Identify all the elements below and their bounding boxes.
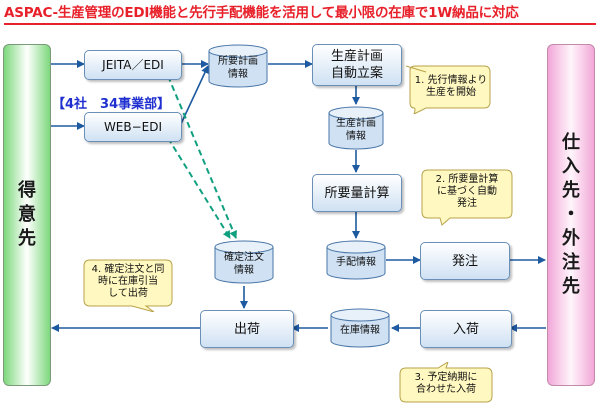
cylinder-shape [326,240,386,280]
dashed-web-to-confirmed [167,137,231,239]
ship-label: 出荷 [233,321,260,337]
customer-char-3: 先 [18,228,36,249]
note-line: に基づく自動 [437,186,497,197]
auto-plan-line-1: 生産計画 [330,49,383,64]
note-line: 合わせた入荷 [416,384,476,395]
jeita-edi-label: JEITA／EDI [102,57,164,72]
inventory-info-cylinder: 在庫情報 [330,308,390,348]
production-plan-info-cylinder: 生産計画 情報 [328,106,384,150]
order-box: 発注 [420,242,510,280]
note-line: 発注 [457,198,477,209]
cylinder-shape [208,44,268,88]
note-1-callout: 1. 先行情報より 生産を開始 [404,64,492,114]
callout-shape [83,259,173,312]
confirmed-order-info-cylinder: 確定注文 情報 [214,240,274,284]
inventory-info-label: 在庫情報 [340,324,380,336]
note-3-callout: 3. 予定納期に 合わせた入荷 [398,362,494,404]
callout-shape [421,169,513,226]
cyl-line-2: 情報 [228,69,248,80]
note-line: 生産を開始 [426,87,476,98]
ship-box: 出荷 [200,310,294,348]
supplier-char: 注 [562,252,580,273]
mrp-box: 所要量計算 [312,174,402,212]
order-label: 発注 [451,253,478,269]
cyl-line-1: 所要計画 [218,56,258,67]
dashed-jeita-to-confirmed [167,75,237,239]
supplier-bar: 仕 入 先 ・ 外 注 先 [547,44,595,386]
jeita-edi-box: JEITA／EDI [84,50,182,80]
mrp-label: 所要量計算 [324,185,390,201]
cylinder-shape [328,106,384,150]
cyl-line-2: 情報 [346,131,366,142]
arrangement-info-cylinder: 手配情報 [326,240,386,280]
supplier-char: 仕 [562,132,580,153]
cylinder-shape [330,308,390,348]
customer-char-1: 得 [18,180,36,201]
customer-char-2: 意 [18,204,36,225]
supplier-char: 入 [562,156,580,177]
customers-count-label: 【4社 34事業部】 [52,97,171,112]
cyl-line-1: 生産計画 [336,118,376,129]
note-line: 時に在庫引当 [98,276,158,287]
auto-plan-line-2: 自動立案 [330,66,383,81]
receive-box: 入荷 [420,310,512,348]
requirement-plan-info-label: 所要計画 情報 [218,51,258,81]
auto-plan-label: 生産計画 自動立案 [331,48,383,82]
supplier-char: 先 [562,276,580,297]
note-line: して出荷 [108,288,148,299]
note-2-callout: 2. 所要量計算 に基づく自動 発注 [420,168,514,226]
note-line: 3. 予定納期に [414,372,478,383]
note-3-text: 3. 予定納期に 合わせた入荷 [398,362,494,396]
callout-shape [405,65,491,114]
cyl-line-2: 情報 [234,265,254,276]
note-line: 4. 確定注文と同 [91,264,165,275]
note-4-callout: 4. 確定注文と同 時に在庫引当 して出荷 [82,258,174,312]
cyl-line-1: 確定注文 [224,252,264,263]
web-edi-box: WEB−EDI [84,112,182,142]
note-2-text: 2. 所要量計算 に基づく自動 発注 [420,168,514,210]
auto-plan-box: 生産計画 自動立案 [312,44,402,86]
supplier-char: 外 [562,228,580,249]
arrangement-info-label: 手配情報 [336,256,376,268]
supplier-char: ・ [562,204,580,225]
note-1-text: 1. 先行情報より 生産を開始 [404,64,492,99]
callout-shape [399,362,493,403]
web-edi-label: WEB−EDI [103,119,163,134]
customer-bar: 得 意 先 [3,44,51,386]
production-plan-info-label: 生産計画 情報 [336,113,376,143]
cylinder-shape [214,240,274,284]
note-line: 2. 所要量計算 [435,174,499,185]
page-title: ASPAC-生産管理のEDI機能と先行手配機能を活用して最小限の在庫で1W納品に… [4,3,596,25]
confirmed-order-info-label: 確定注文 情報 [224,247,264,277]
supplier-char: 先 [562,180,580,201]
receive-label: 入荷 [452,321,479,337]
requirement-plan-info-cylinder: 所要計画 情報 [208,44,268,88]
note-line: 1. 先行情報より [414,75,488,86]
note-4-text: 4. 確定注文と同 時に在庫引当 して出荷 [82,258,174,300]
